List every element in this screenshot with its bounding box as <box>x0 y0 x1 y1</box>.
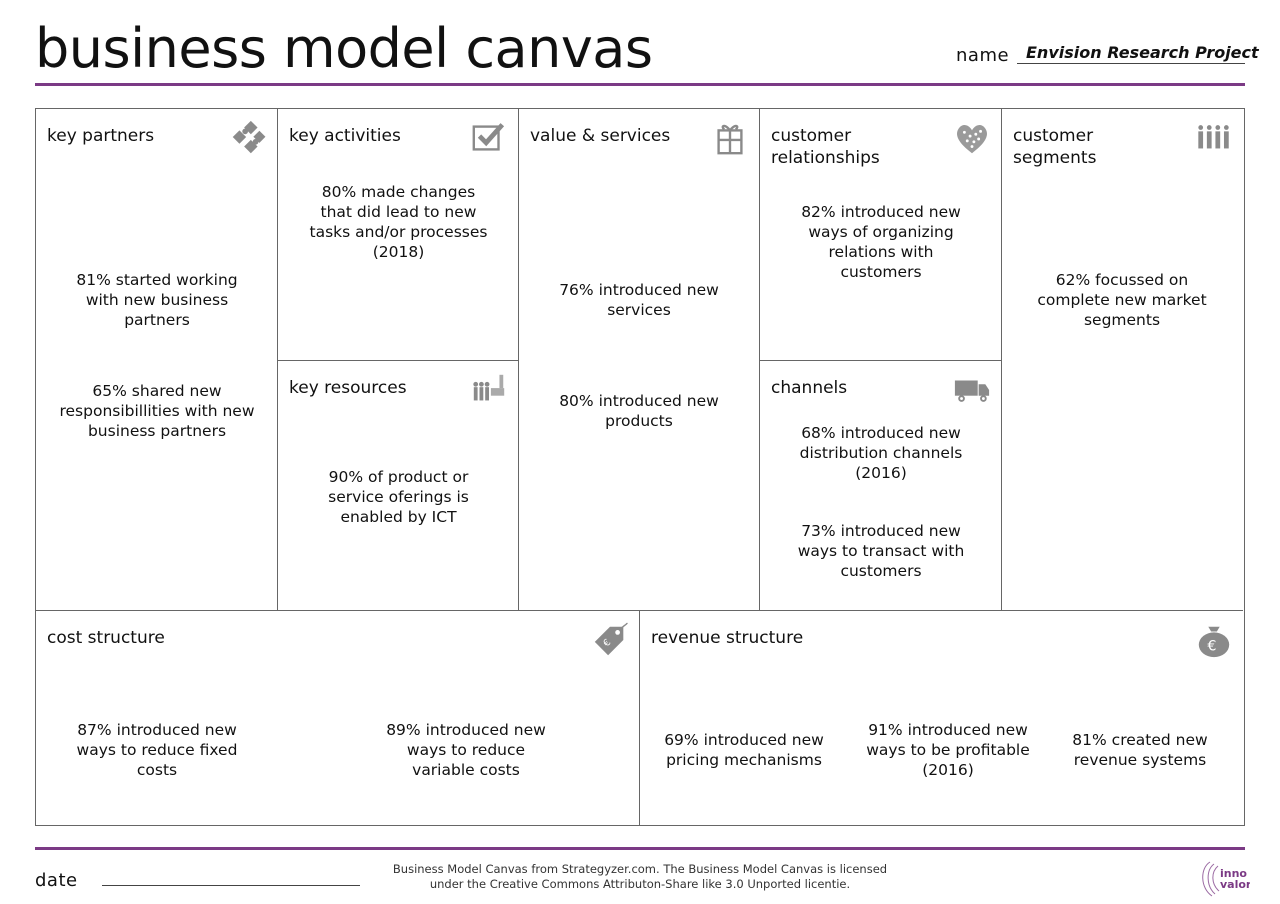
block-key-activities: key activities 80% made changes that did… <box>278 109 519 361</box>
block-customer-segments: customer segments 62% focussed on comple… <box>1002 109 1243 610</box>
note: 69% introduced new pricing mechanisms <box>664 731 824 769</box>
note: 80% introduced new products <box>559 392 719 430</box>
block-key-partners: key partners 81% started working with ne… <box>36 109 278 610</box>
name-underline <box>1017 63 1245 64</box>
block-label: channels <box>771 378 848 398</box>
puzzle-icon <box>232 120 266 154</box>
logo-text-1: inno <box>1220 867 1247 880</box>
license-credit: Business Model Canvas from Strategyzer.c… <box>390 862 890 892</box>
note: 91% introduced new ways to be profitable… <box>866 721 1030 779</box>
block-label: customer segments <box>1013 126 1097 168</box>
note: 76% introduced new services <box>559 281 719 319</box>
note: 62% focussed on complete new market segm… <box>1037 271 1207 329</box>
note: 89% introduced new ways to reduce variab… <box>386 721 546 779</box>
note: 68% introduced new distribution channels… <box>799 424 963 482</box>
note: 81% created new revenue systems <box>1072 731 1208 769</box>
price-tag-icon: € <box>594 622 628 656</box>
gift-icon <box>717 124 743 155</box>
note: 73% introduced new ways to transact with… <box>797 522 965 580</box>
svg-text:€: € <box>1207 638 1216 654</box>
logo-text-2: valor <box>1220 878 1250 891</box>
page-title: business model canvas <box>35 17 653 80</box>
checkbox-icon <box>472 123 505 151</box>
date-label: date <box>35 870 78 891</box>
block-label: key partners <box>47 126 155 146</box>
block-label: key resources <box>289 378 407 398</box>
note: 90% of product or service oferings is en… <box>328 468 469 526</box>
money-bag-icon: € <box>1198 626 1230 658</box>
block-label: key activities <box>289 126 401 146</box>
canvas-grid: key partners 81% started working with ne… <box>35 108 1245 826</box>
factory-icon <box>473 374 505 401</box>
block-label: customer relationships <box>771 126 880 168</box>
date-underline <box>102 885 360 886</box>
note: 65% shared new responsibillities with ne… <box>59 382 255 440</box>
credit-line-2: under the Creative Commons Attributon-Sh… <box>429 877 851 891</box>
name-label: name <box>956 45 1010 66</box>
block-key-resources: key resources 90% of product or service … <box>278 361 519 610</box>
block-label: value & services <box>530 126 671 146</box>
name-value: Envision Research Project <box>1026 43 1259 62</box>
note: 87% introduced new ways to reduce fixed … <box>76 721 238 779</box>
truck-icon <box>954 380 990 402</box>
block-customer-relationships: customer relationships 82% introduced ne… <box>760 109 1002 361</box>
block-channels: channels 68% introduced new distribution… <box>760 361 1002 610</box>
note: 81% started working with new business pa… <box>76 271 238 329</box>
credit-line-1: Business Model Canvas from Strategyzer.c… <box>392 862 888 876</box>
block-label: revenue structure <box>651 628 804 648</box>
block-revenue-structure: revenue structure € 69% introduced new p… <box>640 610 1243 825</box>
block-label: cost structure <box>47 628 165 648</box>
footer-rule <box>35 847 1245 850</box>
people-icon <box>1198 125 1229 149</box>
heart-icon <box>957 125 987 154</box>
block-cost-structure: cost structure € 87% introduced new ways… <box>36 610 640 825</box>
block-value-services: value & services 76% introduced new serv… <box>519 109 760 610</box>
note: 82% introduced new ways of organizing re… <box>801 203 961 281</box>
header-rule <box>35 83 1245 86</box>
note: 80% made changes that did lead to new ta… <box>309 183 488 261</box>
innovalor-logo: inno valor <box>1202 861 1250 897</box>
